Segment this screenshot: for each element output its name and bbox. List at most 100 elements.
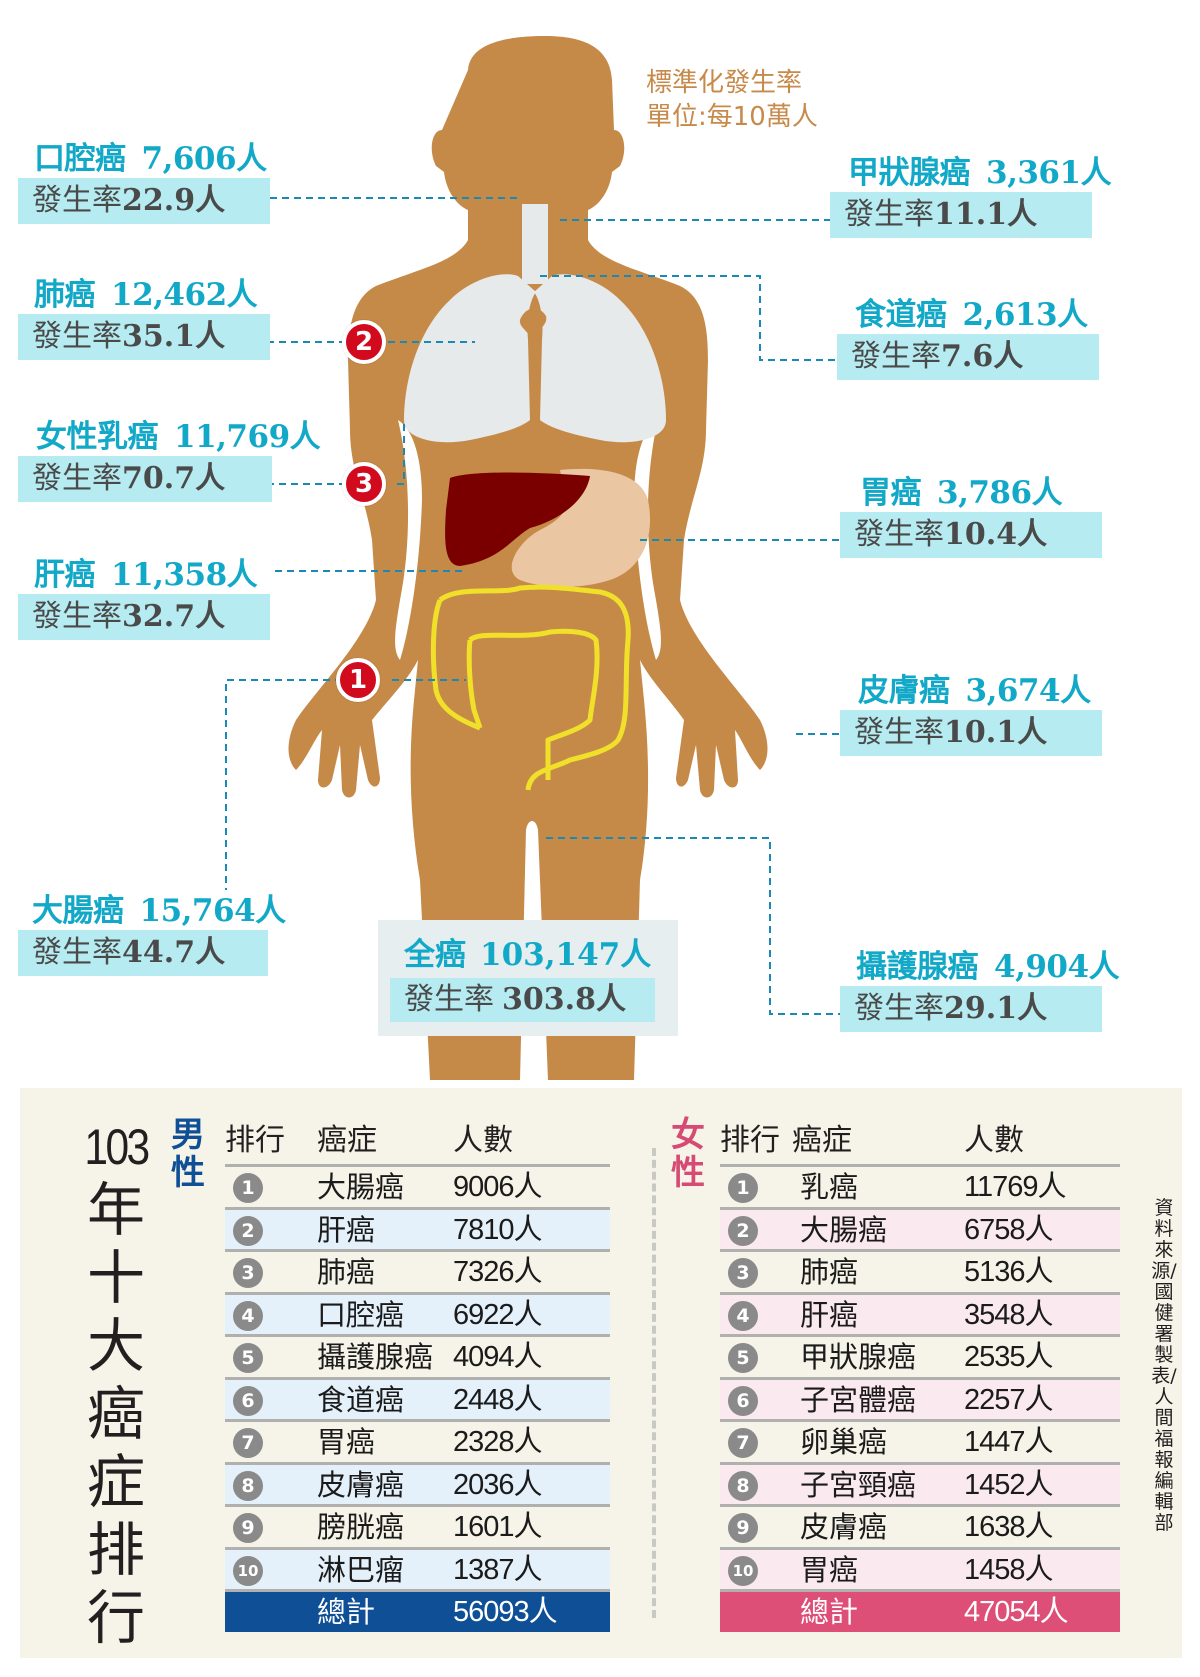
- callout-count: 11,769人: [174, 419, 321, 455]
- cancer-name: 肝癌: [317, 1212, 376, 1247]
- ranking-title-char: 十: [86, 1244, 145, 1312]
- rank-circle: 8: [233, 1470, 263, 1501]
- callout-name: 口腔癌: [34, 141, 126, 177]
- rate-label: 發生率: [32, 461, 122, 496]
- cancer-name: 胃癌: [800, 1552, 859, 1587]
- callout-count: 2,613人: [962, 297, 1089, 333]
- cancer-count: 1387人: [453, 1553, 543, 1586]
- rank-circle: 9: [233, 1513, 263, 1543]
- cancer-name: 甲狀腺癌: [800, 1340, 917, 1374]
- cancer-count: 1638人: [964, 1511, 1054, 1543]
- ranking-title-char: 排: [86, 1516, 145, 1584]
- ranking-title-char: 大: [86, 1312, 145, 1380]
- rate-label: 發生率: [854, 991, 944, 1026]
- callout-name: 甲狀腺癌: [848, 155, 971, 191]
- rank-circle: 9: [728, 1513, 758, 1543]
- cancer-name: 大腸癌: [800, 1212, 888, 1247]
- cancer-name: 口腔癌: [317, 1297, 405, 1332]
- callout-count: 3,674人: [965, 673, 1092, 709]
- cancer-name: 膀胱癌: [317, 1510, 405, 1544]
- callout-name: 大腸癌: [32, 893, 124, 929]
- table-row: 5 攝護腺癌 4094人: [225, 1334, 610, 1377]
- cancer-name: 攝護腺癌: [317, 1340, 434, 1374]
- rate-value: 29.1人: [944, 991, 1048, 1026]
- rate-label: 發生率: [32, 319, 122, 354]
- rank-circle: 10: [233, 1555, 263, 1586]
- cancer-name: 子宮體癌: [800, 1382, 917, 1417]
- header-cancer: 癌症: [317, 1123, 377, 1158]
- rate-value: 35.1人: [122, 319, 226, 354]
- ranking-title-char: 癌: [86, 1380, 145, 1448]
- rank-circle: 4: [728, 1300, 758, 1331]
- rank-badge-1: 1: [336, 658, 380, 702]
- rank-circle: 5: [233, 1343, 263, 1373]
- cancer-count: 1458人: [964, 1553, 1054, 1586]
- ranking-title-char: 行: [86, 1584, 145, 1652]
- callout-count: 4,904人: [994, 949, 1120, 985]
- cancer-count: 5136人: [964, 1256, 1054, 1288]
- rate-value: 11.1人: [934, 197, 1038, 232]
- rank-badge-3: 3: [342, 462, 386, 506]
- rank-circle: 3: [233, 1258, 263, 1288]
- cancer-name: 子宮頸癌: [800, 1467, 917, 1502]
- cancer-count: 2328人: [453, 1426, 543, 1458]
- rank-circle: 1: [728, 1173, 758, 1203]
- rate-label: 發生率: [32, 183, 122, 218]
- ranking-title-year: 103: [84, 1119, 150, 1175]
- cancer-count: 2448人: [453, 1383, 543, 1416]
- callout-count: 12,462人: [111, 277, 258, 313]
- table-row: 3 肺癌 7326人: [225, 1249, 610, 1292]
- rate-value: 10.1人: [944, 715, 1048, 750]
- total-count: 47054人: [964, 1596, 1069, 1628]
- rank-circle: 5: [728, 1343, 758, 1373]
- cancer-count: 9006人: [453, 1171, 543, 1203]
- cancer-name: 肺癌: [317, 1255, 376, 1289]
- callout-name: 攝護腺癌: [856, 949, 979, 985]
- callout-count: 3,361人: [986, 155, 1112, 191]
- header-count: 人數: [453, 1123, 513, 1158]
- rank-circle: 2: [728, 1215, 758, 1246]
- rate-value: 70.7人: [122, 461, 226, 496]
- total-count: 103,147人: [480, 937, 652, 973]
- total-rate-label: 發生率: [404, 982, 494, 1017]
- header-cancer: 癌症: [792, 1123, 852, 1158]
- header-rank: 排行: [225, 1123, 285, 1158]
- cancer-name: 大腸癌: [317, 1170, 405, 1204]
- rank-circle: 7: [728, 1428, 758, 1458]
- cancer-count: 7810人: [453, 1213, 543, 1246]
- cancer-count: 2535人: [964, 1341, 1054, 1373]
- cancer-name: 乳癌: [800, 1170, 859, 1204]
- unit-note-line1: 標準化發生率: [646, 68, 803, 98]
- female-label: 女 性: [668, 1116, 708, 1192]
- cancer-count: 7326人: [453, 1256, 543, 1288]
- callout-name: 胃癌: [860, 475, 922, 511]
- total-rate-value: 303.8人: [502, 982, 626, 1017]
- rate-label: 發生率: [851, 339, 941, 374]
- total-name: 全癌: [404, 937, 466, 973]
- human-body-illustration: [225, 36, 862, 1080]
- cancer-count: 4094人: [453, 1341, 543, 1373]
- rate-value: 44.7人: [122, 935, 226, 970]
- gender-divider: [652, 1148, 656, 1618]
- female-label-char: 女: [671, 1115, 705, 1155]
- cancer-count: 6758人: [964, 1213, 1054, 1246]
- cancer-count: 2257人: [964, 1383, 1054, 1416]
